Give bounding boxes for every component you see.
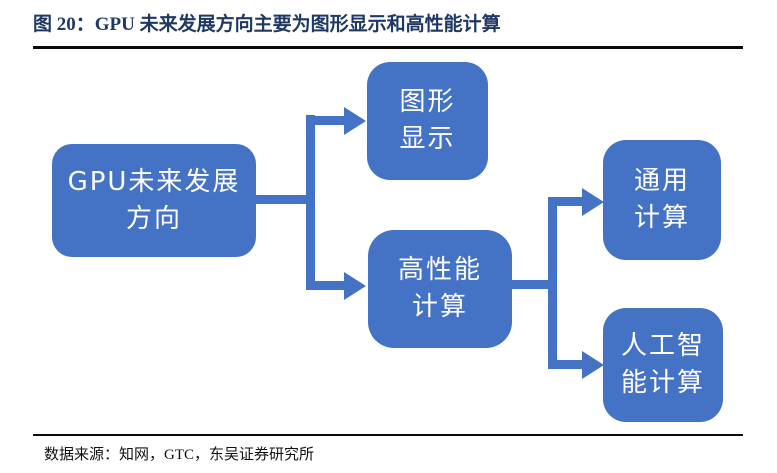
node-graphics-display: 图形 显示 — [367, 62, 488, 180]
node-label-line: 通用 — [633, 166, 690, 196]
arrowhead-to-high-performance-computing — [344, 272, 366, 300]
connector-left-branch-vertical — [306, 115, 315, 290]
node-label-line: 高性能 — [397, 255, 482, 285]
node-label-line: 方向 — [125, 203, 182, 234]
connector-root-trunk — [252, 195, 314, 204]
node-label-line: 计算 — [633, 203, 690, 233]
node-ai-computing: 人工智 能计算 — [603, 308, 723, 422]
node-label-line: 能计算 — [620, 368, 705, 398]
connector-to-ai-computing — [548, 360, 584, 369]
node-label-line: 显示 — [399, 124, 456, 154]
data-source-note: 数据来源：知网，GTC，东吴证券研究所 — [44, 447, 315, 463]
connector-to-graphics-display — [306, 116, 346, 125]
figure-title: 图 20：GPU 未来发展方向主要为图形显示和高性能计算 — [33, 14, 501, 35]
footer-rule — [33, 434, 743, 436]
node-label-line: 计算 — [411, 292, 468, 322]
node-label-line: 图形 — [399, 87, 456, 117]
node-general-computing: 通用 计算 — [603, 140, 721, 260]
arrowhead-to-general-computing — [582, 188, 604, 216]
node-high-performance-computing: 高性能 计算 — [368, 230, 512, 348]
connector-hpc-trunk — [508, 280, 556, 289]
connector-to-high-performance-computing — [306, 281, 346, 290]
arrowhead-to-ai-computing — [582, 351, 604, 379]
connector-to-general-computing — [548, 197, 584, 206]
connector-right-branch-vertical — [548, 197, 557, 367]
node-gpu-future-direction: GPU未来发展 方向 — [52, 144, 256, 257]
title-rule — [33, 46, 743, 49]
arrowhead-to-graphics-display — [344, 107, 366, 135]
node-label-line: GPU未来发展 — [67, 166, 241, 197]
node-label-line: 人工智 — [620, 331, 705, 361]
